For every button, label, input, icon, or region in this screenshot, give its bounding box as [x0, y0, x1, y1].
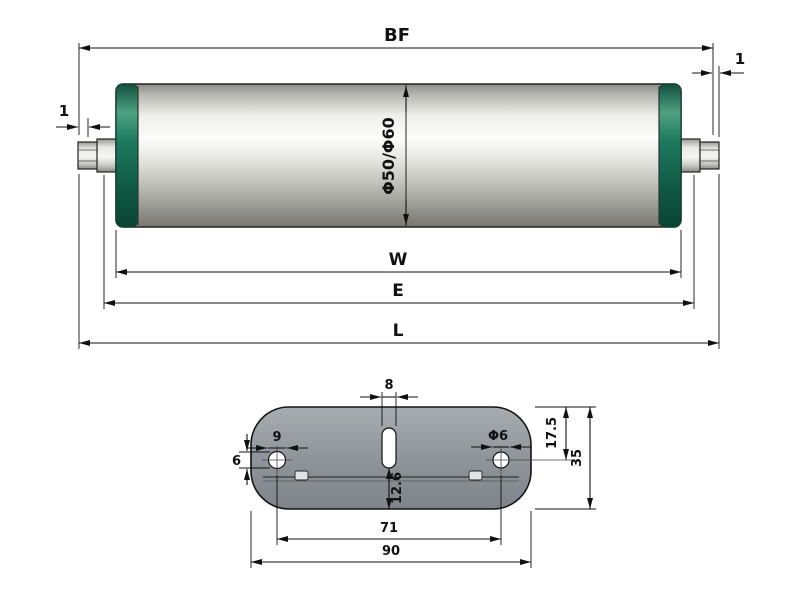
dim-bf: BF: [78, 25, 714, 135]
roller-side-view: BF 1 1 Φ50/Φ60 W: [56, 25, 745, 349]
dim-right-gap-label: 1: [735, 50, 745, 68]
shaft-right-body: [680, 138, 701, 173]
dim-height-label: 35: [570, 449, 585, 467]
shaft-left-tip: [77, 141, 99, 170]
dim-top-to-hole: 17.5: [535, 406, 596, 460]
shaft-left: [77, 138, 117, 173]
bracket-tab-right: [468, 470, 483, 481]
dim-left-hole-height-label: 6: [232, 454, 241, 469]
dim-slot-to-bottom: 12.6: [386, 468, 405, 509]
bracket-tab-left: [294, 470, 309, 481]
dim-right-hole-label: Φ6: [488, 429, 508, 444]
bracket-center-slot: [381, 427, 397, 469]
dim-width: 90: [250, 511, 532, 568]
roller-cap-right: [658, 83, 682, 228]
dim-hole-spacing-label: 71: [380, 521, 398, 536]
dim-bf-label: BF: [384, 25, 410, 46]
dim-l: L: [78, 174, 720, 349]
dim-left-gap: 1: [56, 102, 110, 137]
dim-slot-width: 8: [360, 378, 418, 426]
dim-diameter-label: Φ50/Φ60: [379, 117, 398, 195]
roller-tube: [115, 83, 682, 228]
dim-diameter: Φ50/Φ60: [379, 85, 409, 226]
roller-cap-left: [115, 83, 139, 228]
dim-left-gap-label: 1: [59, 102, 69, 120]
bracket-top-view: 8 9 6 Φ6 17.5: [232, 378, 596, 568]
dim-width-label: 90: [382, 544, 400, 559]
dim-left-hole-height: 6: [232, 434, 270, 485]
dim-slot-width-label: 8: [384, 378, 393, 393]
dim-left-hole-label: 9: [272, 430, 281, 445]
dim-right-gap: 1: [692, 50, 745, 137]
shaft-right: [680, 138, 720, 173]
shaft-right-tip: [699, 141, 720, 170]
dim-top-to-hole-label: 17.5: [545, 417, 560, 449]
dim-height: 35: [535, 407, 596, 510]
dim-hole-spacing: 71: [276, 475, 502, 545]
dim-l-label: L: [393, 321, 404, 341]
dim-e: E: [103, 175, 695, 309]
dim-slot-to-bottom-label: 12.6: [390, 472, 405, 504]
shaft-left-body: [96, 138, 117, 173]
dim-w-label: W: [389, 250, 408, 270]
dim-e-label: E: [392, 281, 404, 301]
dim-w: W: [115, 230, 682, 278]
dim-right-hole: Φ6: [471, 429, 531, 450]
